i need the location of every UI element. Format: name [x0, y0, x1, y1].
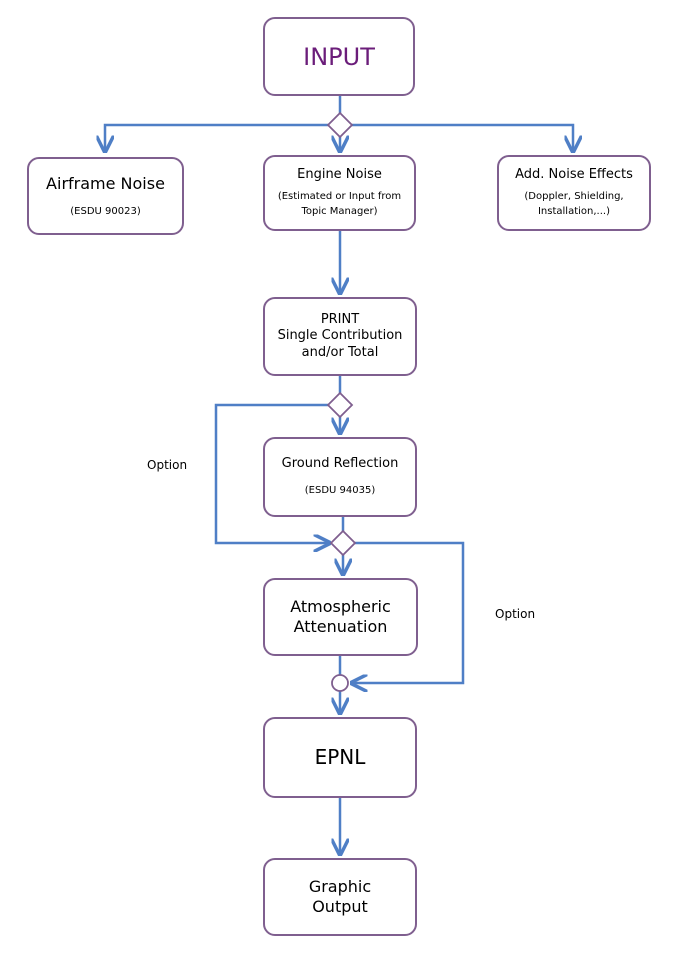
- add-noise-effects-box: Add. Noise Effects (Doppler, Shielding, …: [497, 155, 651, 231]
- print-line2: and/or Total: [301, 344, 379, 360]
- epnl-title: EPNL: [314, 745, 366, 769]
- decision-diamond-merge: [329, 529, 357, 557]
- ground-reflection-box: Ground Reflection (ESDU 94035): [263, 437, 417, 517]
- airframe-noise-title: Airframe Noise: [46, 173, 165, 193]
- input-box: INPUT: [263, 17, 415, 96]
- ground-reflection-title: Ground Reflection: [281, 456, 399, 472]
- atmospheric-attenuation-line1: Atmospheric: [290, 597, 391, 616]
- option-label-right: Option: [495, 607, 536, 621]
- connector-to-airframe: [105, 123, 328, 153]
- connector-option-right-bypass: [350, 541, 465, 683]
- engine-noise-title: Engine Noise: [297, 166, 382, 182]
- decision-diamond-split: [326, 111, 354, 139]
- engine-noise-line1: (Estimated or Input from: [277, 191, 402, 203]
- print-title: PRINT: [320, 312, 360, 328]
- print-box: PRINT Single Contribution and/or Total: [263, 297, 417, 376]
- airframe-noise-box: Airframe Noise (ESDU 90023): [27, 157, 184, 235]
- atmospheric-attenuation-line2: Attenuation: [293, 617, 388, 636]
- add-noise-effects-line2: Installation,...): [537, 206, 610, 218]
- connector-to-add-noise: [352, 123, 573, 153]
- epnl-box: EPNL: [263, 717, 417, 798]
- add-noise-effects-line1: (Doppler, Shielding,: [524, 191, 624, 203]
- connector-option-left-bypass: [214, 403, 331, 543]
- engine-noise-box: Engine Noise (Estimated or Input from To…: [263, 155, 416, 231]
- airframe-noise-ref: (ESDU 90023): [70, 205, 141, 217]
- graphic-output-line2: Output: [312, 897, 368, 916]
- input-title: INPUT: [303, 42, 375, 71]
- decision-diamond-option: [326, 391, 354, 419]
- graphic-output-line1: Graphic: [308, 877, 372, 896]
- junction-circle: [331, 674, 349, 692]
- option-label-left: Option: [147, 458, 188, 472]
- engine-noise-line2: Topic Manager): [301, 206, 378, 218]
- atmospheric-attenuation-box: Atmospheric Attenuation: [263, 578, 418, 656]
- ground-reflection-ref: (ESDU 94035): [304, 484, 376, 496]
- add-noise-effects-title: Add. Noise Effects: [515, 166, 633, 182]
- graphic-output-box: Graphic Output: [263, 858, 417, 936]
- print-line1: Single Contribution: [277, 328, 403, 344]
